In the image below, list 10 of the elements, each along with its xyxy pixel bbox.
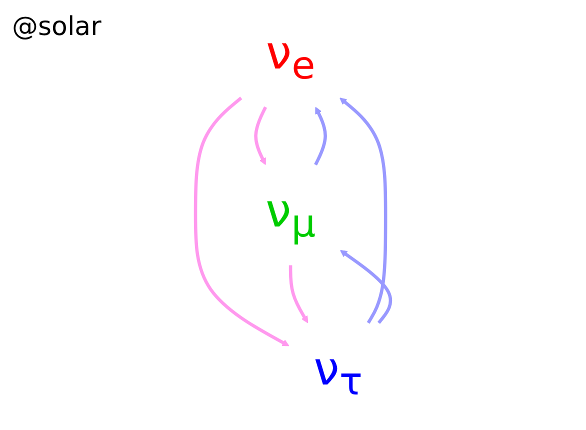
node-text: ν$_{μ}$ [265,184,316,246]
arrow [340,98,388,324]
node-text: ν$_{τ}$ [314,342,362,404]
arrow [288,265,308,324]
arrow [194,96,290,346]
arrow [254,106,268,166]
arrow [340,250,392,324]
node-text: ν$_{e}$ [266,26,316,88]
arrow [314,106,327,166]
note-text: @solar [12,12,102,42]
